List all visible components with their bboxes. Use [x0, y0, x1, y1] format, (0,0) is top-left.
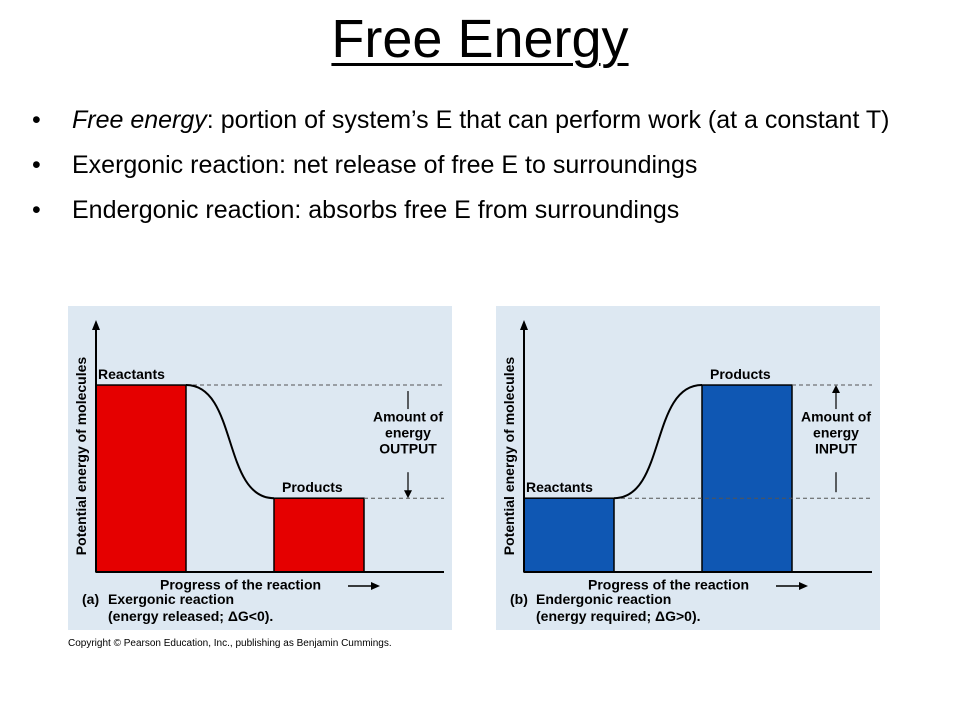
amount-label-line: Amount of [373, 409, 443, 425]
bullet-term: Free energy [72, 106, 207, 134]
caption-line: Endergonic reaction [536, 591, 671, 607]
reactants-bar [523, 497, 615, 573]
y-axis-arrowhead [520, 320, 528, 330]
bullet-endergonic: Endergonic reaction: absorbs free E from… [30, 194, 910, 227]
caption-line: (energy released; ΔG<0). [108, 608, 273, 624]
amount-arrowhead [404, 490, 412, 499]
x-axis-arrowhead [371, 582, 380, 590]
y-axis-label: Potential energy of molecules [501, 357, 517, 556]
bullet-list: Free energy: portion of system’s E that … [30, 104, 910, 239]
bullet-text: Endergonic reaction: absorbs free E from… [72, 196, 680, 224]
products-bar [701, 384, 793, 573]
caption-letter: (a) [82, 591, 99, 607]
slide-title: Free Energy [331, 9, 629, 69]
reactants-bar [95, 384, 187, 573]
energy-curve [613, 384, 703, 500]
panel-background [496, 306, 880, 630]
bullet-text: : portion of system’s E that can perform… [206, 106, 890, 134]
y-axis-label: Potential energy of molecules [73, 357, 89, 556]
reactants-label: Reactants [526, 479, 593, 495]
amount-label-line: INPUT [815, 441, 857, 457]
bullet-exergonic: Exergonic reaction: net release of free … [30, 149, 910, 182]
y-axis-arrowhead [92, 320, 100, 330]
reactants-label: Reactants [98, 366, 165, 382]
caption-letter: (b) [510, 591, 528, 607]
x-axis-arrowhead [799, 582, 808, 590]
energy-curve [185, 384, 275, 500]
x-axis-label: Progress of the reaction [588, 576, 749, 592]
amount-label-line: energy [385, 425, 431, 441]
copyright-notice: Copyright © Pearson Education, Inc., pub… [68, 638, 392, 649]
products-bar [273, 497, 365, 573]
amount-label-line: OUTPUT [379, 441, 437, 457]
bullet-text: Exergonic reaction: net release of free … [72, 151, 698, 179]
caption-line: (energy required; ΔG>0). [536, 608, 701, 624]
amount-arrowhead [832, 385, 840, 394]
amount-label-line: energy [813, 425, 859, 441]
x-axis-label: Progress of the reaction [160, 576, 321, 592]
caption-line: Exergonic reaction [108, 591, 234, 607]
bullet-free-energy: Free energy: portion of system’s E that … [30, 104, 910, 137]
amount-label-line: Amount of [801, 409, 871, 425]
products-label: Products [282, 479, 343, 495]
products-label: Products [710, 366, 771, 382]
